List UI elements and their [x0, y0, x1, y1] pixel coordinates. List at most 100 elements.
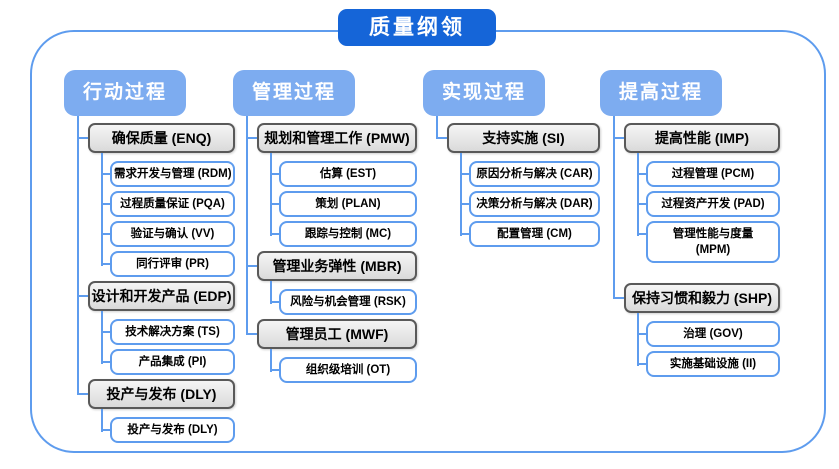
- node-label-line: 估算 (EST): [319, 168, 377, 180]
- process-column-realization: 实现过程支持实施 (SI) 原因分析与解决 (CAR) 决策分析与解决 (DAR) 配…: [423, 70, 600, 251]
- node-pi: 产品集成 (PI): [110, 349, 235, 375]
- leaf-list-enq: 需求开发与管理 (RDM) 过程质量保证 (PQA) 验证与确认 (VV) 同行评审 …: [101, 153, 235, 277]
- node-ts: 技术解决方案 (TS): [110, 319, 235, 345]
- group-mwf: 管理员工 (MWF) 组织级培训 (OT): [246, 312, 417, 383]
- node-pr: 同行评审 (PR): [110, 251, 235, 277]
- node-mwf: 管理员工 (MWF): [257, 319, 417, 349]
- node-ii: 实施基础设施 (II): [646, 351, 780, 377]
- leaf-list-edp: 技术解决方案 (TS) 产品集成 (PI): [101, 311, 235, 375]
- group-mbr: 管理业务弹性 (MBR) 风险与机会管理 (RSK): [246, 244, 417, 317]
- group-pmw: 规划和管理工作 (PMW) 估算 (EST) 策划 (PLAN) 跟踪与控制 (MC): [246, 116, 417, 249]
- leaf-item: 过程资产开发 (PAD): [637, 183, 780, 221]
- node-mc: 跟踪与控制 (MC): [279, 221, 417, 247]
- group-list-action: 确保质量 (ENQ) 需求开发与管理 (RDM) 过程质量保证 (PQA) 验证与确认…: [77, 116, 235, 443]
- node-label-line: 组织级培训 (OT): [305, 364, 391, 376]
- leaf-list-imp: 过程管理 (PCM) 过程资产开发 (PAD) 管理性能与度量 (MPM): [637, 153, 780, 263]
- leaf-item: 产品集成 (PI): [101, 341, 235, 375]
- leaf-item: 跟踪与控制 (MC): [270, 213, 417, 247]
- node-dly: 投产与发布 (DLY): [110, 417, 235, 443]
- node-label-line: 过程资产开发 (PAD): [661, 198, 765, 210]
- group-edp: 设计和开发产品 (EDP) 技术解决方案 (TS) 产品集成 (PI): [77, 274, 235, 377]
- node-pcm: 过程管理 (PCM): [646, 161, 780, 187]
- node-label-line: 实施基础设施 (II): [669, 358, 757, 370]
- node-label-line: 管理性能与度量: [672, 228, 754, 240]
- diagram-title: 质量纲领: [338, 9, 496, 46]
- leaf-item: 策划 (PLAN): [270, 183, 417, 221]
- node-label-line: 需求开发与管理 (RDM): [114, 168, 232, 180]
- node-label-line: 过程管理 (PCM): [671, 168, 755, 180]
- leaf-list-pmw: 估算 (EST) 策划 (PLAN) 跟踪与控制 (MC): [270, 153, 417, 247]
- leaf-item: 配置管理 (CM): [460, 213, 600, 247]
- group-imp: 提高性能 (IMP) 过程管理 (PCM) 过程资产开发 (PAD) 管理性能与度量 (…: [613, 116, 780, 265]
- node-rdm: 需求开发与管理 (RDM): [110, 161, 235, 187]
- node-label-line: 验证与确认 (VV): [130, 228, 215, 240]
- leaf-list-dly: 投产与发布 (DLY): [101, 409, 235, 443]
- node-label-line: 跟踪与控制 (MC): [304, 228, 392, 240]
- leaf-item: 技术解决方案 (TS): [101, 311, 235, 349]
- node-label-line: 决策分析与解决 (DAR): [476, 198, 593, 210]
- node-pad: 过程资产开发 (PAD): [646, 191, 780, 217]
- node-label-line: 策划 (PLAN): [315, 198, 381, 210]
- node-vv: 验证与确认 (VV): [110, 221, 235, 247]
- node-pqa: 过程质量保证 (PQA): [110, 191, 235, 217]
- process-column-management: 管理过程规划和管理工作 (PMW) 估算 (EST) 策划 (PLAN) 跟踪与控制 …: [233, 70, 417, 387]
- node-label-line: 风险与机会管理 (RSK): [290, 296, 406, 308]
- group-list-management: 规划和管理工作 (PMW) 估算 (EST) 策划 (PLAN) 跟踪与控制 (MC)…: [246, 116, 417, 383]
- leaf-item: 决策分析与解决 (DAR): [460, 183, 600, 221]
- leaf-item: 同行评审 (PR): [101, 243, 235, 277]
- leaf-item: 需求开发与管理 (RDM): [101, 153, 235, 191]
- node-mpm: 管理性能与度量 (MPM): [646, 221, 780, 263]
- leaf-item: 组织级培训 (OT): [270, 349, 417, 383]
- node-label-line: 同行评审 (PR): [136, 258, 209, 270]
- node-label-line: (MPM): [695, 244, 731, 256]
- node-gov: 治理 (GOV): [646, 321, 780, 347]
- node-mbr: 管理业务弹性 (MBR): [257, 251, 417, 281]
- node-label-line: 技术解决方案 (TS): [125, 326, 220, 338]
- process-column-improvement: 提高过程提高性能 (IMP) 过程管理 (PCM) 过程资产开发 (PAD) 管理性能…: [600, 70, 780, 381]
- leaf-item: 风险与机会管理 (RSK): [270, 281, 417, 315]
- leaf-item: 估算 (EST): [270, 153, 417, 191]
- leaf-item: 原因分析与解决 (CAR): [460, 153, 600, 191]
- group-enq: 确保质量 (ENQ) 需求开发与管理 (RDM) 过程质量保证 (PQA) 验证与确认…: [77, 116, 235, 279]
- node-label-line: 治理 (GOV): [683, 328, 743, 340]
- node-shp: 保持习惯和毅力 (SHP): [624, 283, 780, 313]
- node-label-line: 配置管理 (CM): [497, 228, 572, 240]
- node-pmw: 规划和管理工作 (PMW): [257, 123, 417, 153]
- column-header-management: 管理过程: [233, 70, 355, 116]
- node-dar: 决策分析与解决 (DAR): [469, 191, 600, 217]
- node-dly: 投产与发布 (DLY): [88, 379, 235, 409]
- leaf-item: 过程管理 (PCM): [637, 153, 780, 191]
- leaf-item: 实施基础设施 (II): [637, 343, 780, 377]
- node-label-line: 投产与发布 (DLY): [127, 424, 218, 436]
- process-column-action: 行动过程确保质量 (ENQ)需求开发与管理 (RDM)过程质量保证 (PQA)验…: [64, 70, 235, 447]
- node-car: 原因分析与解决 (CAR): [469, 161, 600, 187]
- leaf-item: 管理性能与度量 (MPM): [637, 213, 780, 263]
- group-dly: 投产与发布 (DLY) 投产与发布 (DLY): [77, 372, 235, 443]
- node-imp: 提高性能 (IMP): [624, 123, 780, 153]
- node-cm: 配置管理 (CM): [469, 221, 600, 247]
- node-label-line: 原因分析与解决 (CAR): [476, 168, 593, 180]
- node-label-line: 过程质量保证 (PQA): [120, 198, 225, 210]
- leaf-list-shp: 治理 (GOV) 实施基础设施 (II): [637, 313, 780, 377]
- group-si: 支持实施 (SI) 原因分析与解决 (CAR) 决策分析与解决 (DAR) 配置管理 …: [436, 116, 600, 247]
- leaf-item: 治理 (GOV): [637, 313, 780, 351]
- node-enq: 确保质量 (ENQ): [88, 123, 235, 153]
- leaf-list-si: 原因分析与解决 (CAR) 决策分析与解决 (DAR) 配置管理 (CM): [460, 153, 600, 247]
- leaf-list-mwf: 组织级培训 (OT): [270, 349, 417, 383]
- leaf-list-mbr: 风险与机会管理 (RSK): [270, 281, 417, 315]
- leaf-item: 投产与发布 (DLY): [101, 409, 235, 443]
- leaf-item: 验证与确认 (VV): [101, 213, 235, 251]
- leaf-item: 过程质量保证 (PQA): [101, 183, 235, 221]
- node-si: 支持实施 (SI): [447, 123, 600, 153]
- node-plan: 策划 (PLAN): [279, 191, 417, 217]
- node-edp: 设计和开发产品 (EDP): [88, 281, 235, 311]
- node-ot: 组织级培训 (OT): [279, 357, 417, 383]
- node-est: 估算 (EST): [279, 161, 417, 187]
- group-shp: 保持习惯和毅力 (SHP) 治理 (GOV) 实施基础设施 (II): [613, 256, 780, 377]
- column-header-improvement: 提高过程: [600, 70, 722, 116]
- column-header-realization: 实现过程: [423, 70, 545, 116]
- group-list-realization: 支持实施 (SI) 原因分析与解决 (CAR) 决策分析与解决 (DAR) 配置管理 …: [436, 116, 600, 247]
- group-list-improvement: 提高性能 (IMP) 过程管理 (PCM) 过程资产开发 (PAD) 管理性能与度量 (…: [613, 116, 780, 377]
- node-label-line: 产品集成 (PI): [138, 356, 207, 368]
